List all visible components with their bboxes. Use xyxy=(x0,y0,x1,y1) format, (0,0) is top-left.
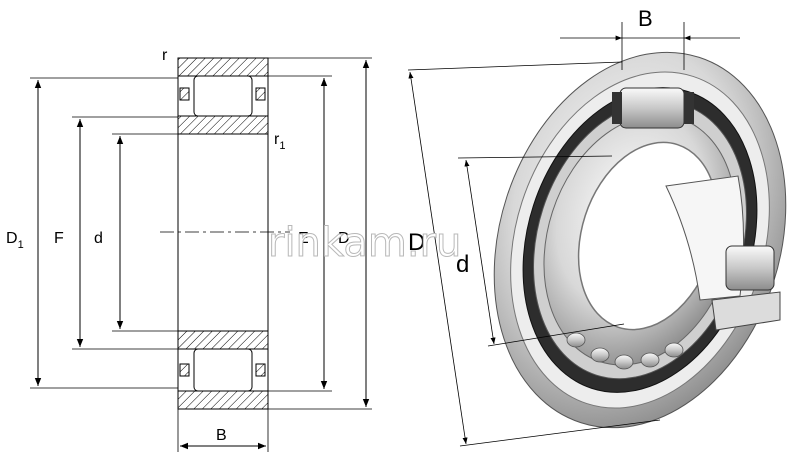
iso-label-B: B xyxy=(638,6,653,31)
dim-D-iso xyxy=(408,71,468,445)
label-E: E xyxy=(298,230,309,247)
label-d: d xyxy=(94,230,103,247)
cage-right-bottom xyxy=(255,363,266,377)
label-r1: r1 xyxy=(274,131,285,152)
iso-label-D: D xyxy=(408,229,425,256)
label-D1: D1 xyxy=(6,230,24,251)
label-r: r xyxy=(162,47,168,64)
roller-top-view xyxy=(619,87,685,129)
dim-d-iso xyxy=(464,159,496,345)
rollers xyxy=(566,332,684,370)
roller-cutaway xyxy=(725,245,775,291)
cage-right-top xyxy=(255,87,266,101)
outer-ring-top xyxy=(177,57,269,77)
label-D: D xyxy=(338,230,350,247)
watermark: rinkam.ru xyxy=(268,220,461,266)
roller-top xyxy=(193,75,253,117)
label-F: F xyxy=(54,230,64,247)
iso-label-d: d xyxy=(456,251,469,278)
isometric-bearing: B D d xyxy=(407,6,787,447)
inner-ring-top xyxy=(177,115,269,135)
roller-bottom xyxy=(193,348,253,392)
section-view: r r1 D1 F d E D B xyxy=(6,47,372,452)
inner-ring-bottom xyxy=(177,330,269,350)
cage-left-top xyxy=(179,87,190,101)
cage-left-bottom xyxy=(179,363,190,377)
label-B: B xyxy=(216,427,227,444)
outer-ring-bottom xyxy=(177,390,269,410)
cutaway xyxy=(665,175,745,301)
